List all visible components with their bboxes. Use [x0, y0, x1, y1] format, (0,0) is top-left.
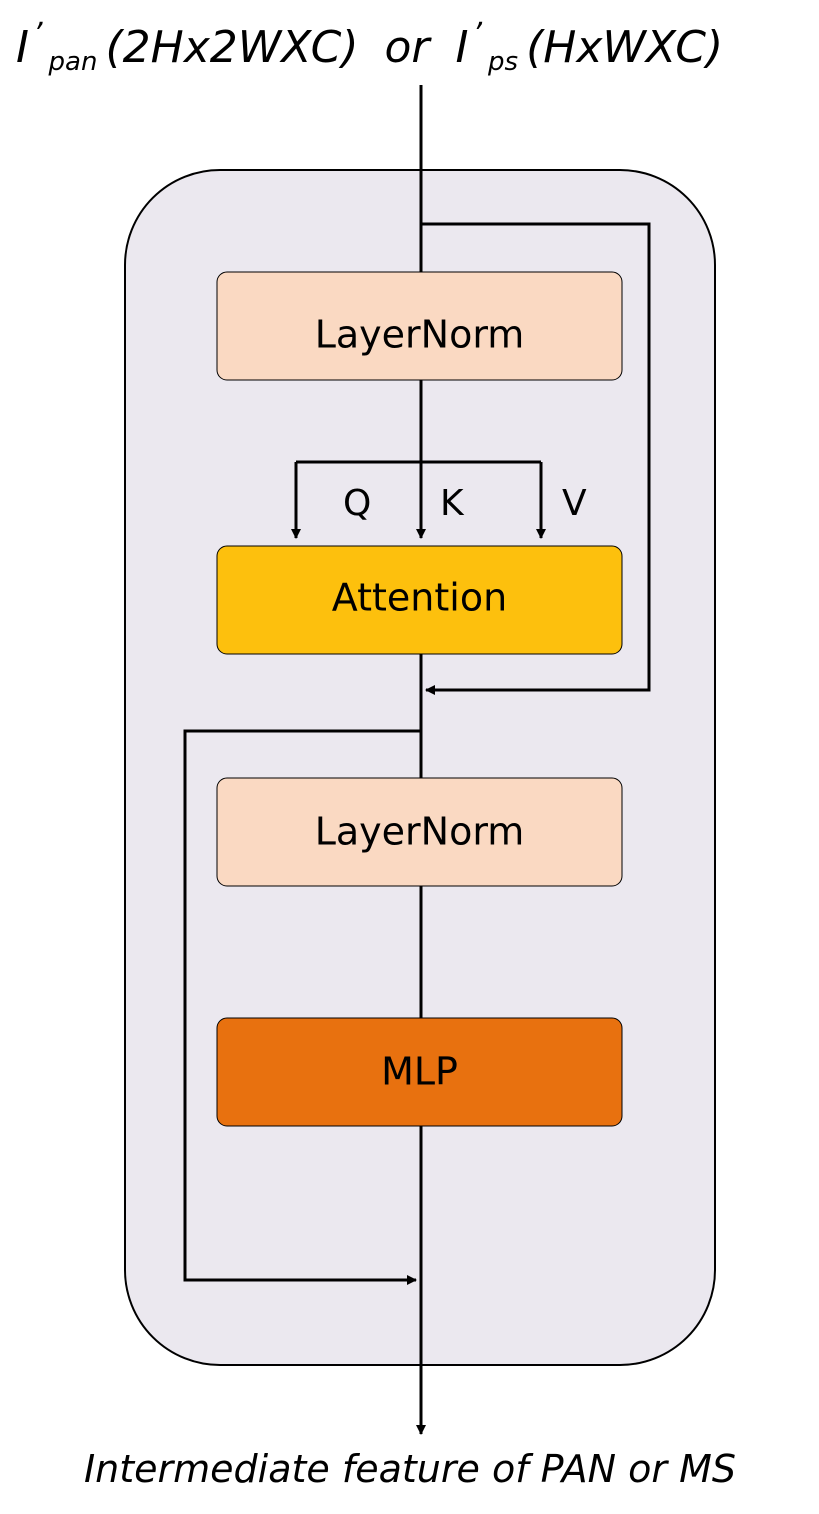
- k-label: K: [440, 483, 465, 524]
- output-label: Intermediate feature of PAN or MS: [84, 1447, 736, 1491]
- ps-shape: (HxWXC): [526, 22, 723, 73]
- attention-label: Attention: [332, 576, 507, 620]
- layernorm-block-1: LayerNorm: [216, 271, 623, 381]
- layernorm-block-2: LayerNorm: [216, 777, 623, 887]
- ps-prime: ’: [473, 17, 483, 52]
- ps-symbol: I: [456, 22, 469, 73]
- pan-symbol: I: [16, 22, 29, 73]
- residual-connection-1: [421, 222, 651, 695]
- pan-subscript: pan: [48, 47, 98, 77]
- ps-subscript: ps: [487, 47, 518, 77]
- v-label: V: [562, 483, 587, 524]
- mlp-label: MLP: [381, 1050, 458, 1094]
- attention-block: Attention: [216, 545, 623, 655]
- layernorm-2-label: LayerNorm: [315, 810, 525, 854]
- q-label: Q: [343, 483, 371, 524]
- mlp-block: MLP: [216, 1017, 623, 1127]
- layernorm-1-label: LayerNorm: [315, 313, 525, 357]
- pan-prime: ’: [33, 17, 43, 52]
- pan-shape: (2Hx2WXC): [105, 22, 358, 73]
- residual-connection-2: [183, 729, 421, 1285]
- connector-or: or: [385, 22, 433, 73]
